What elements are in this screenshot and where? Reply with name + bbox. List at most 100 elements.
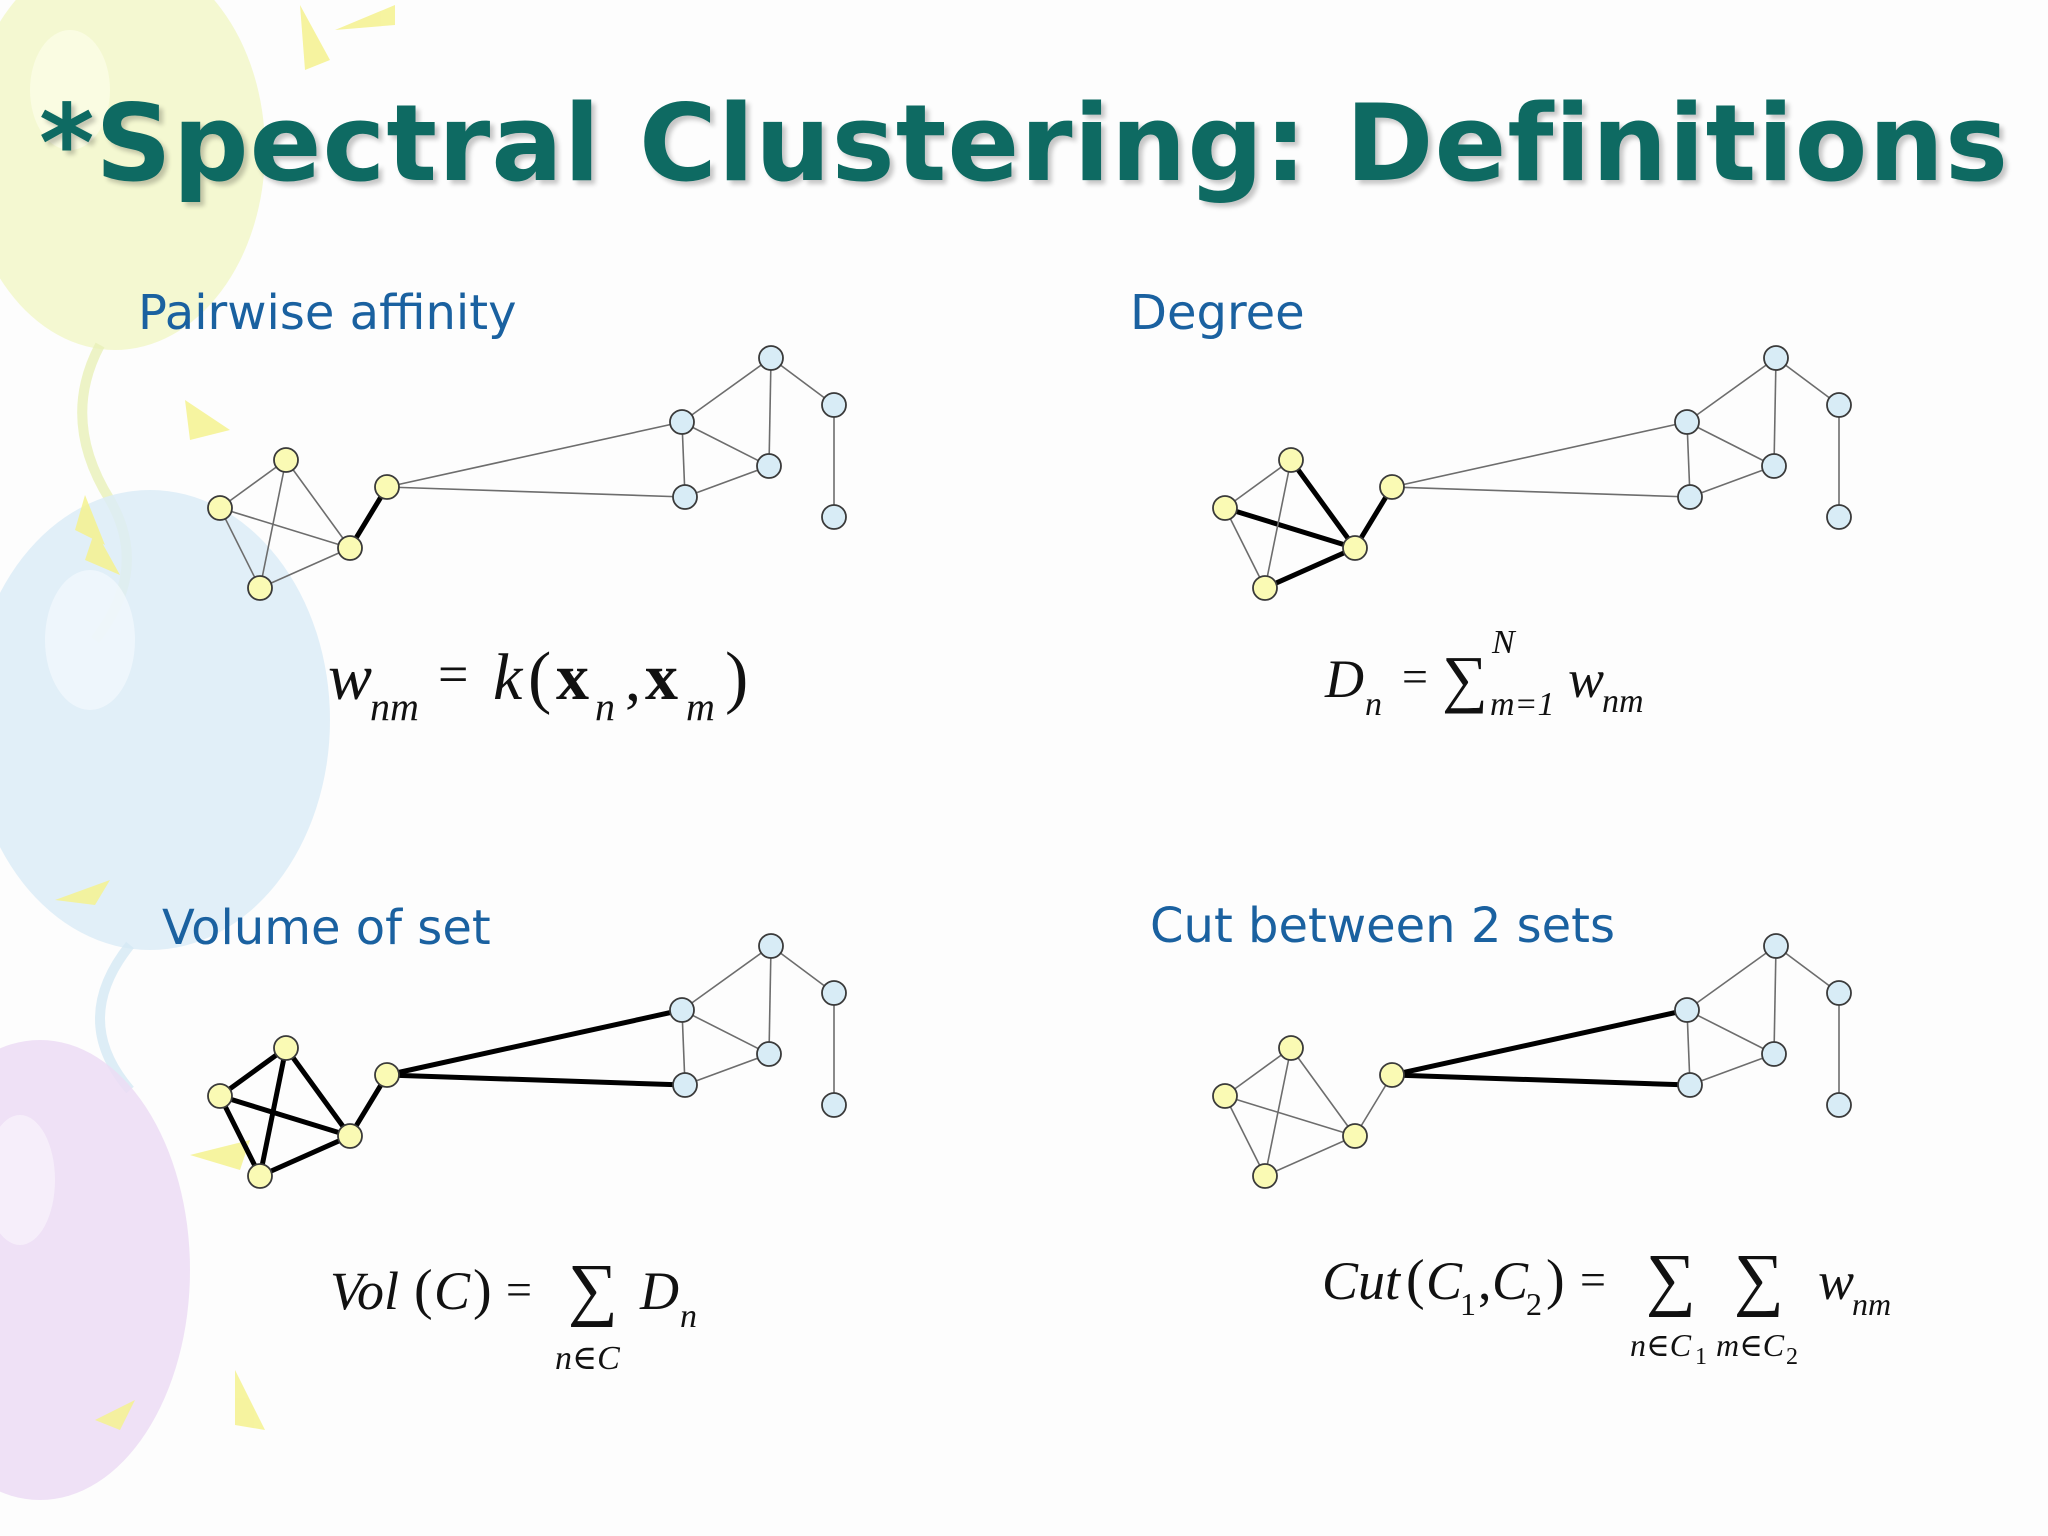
formula-degree: D n = ∑ N m=1 w nm — [1320, 624, 1680, 730]
graph-edge — [768, 357, 772, 467]
graph-node — [273, 1035, 299, 1061]
graph-node — [821, 392, 847, 418]
graph-node — [1674, 409, 1700, 435]
graph-node — [1212, 495, 1238, 521]
panel-label-pairwise-affinity: Pairwise affinity — [138, 285, 517, 341]
graph-edge — [770, 357, 835, 406]
graph-node — [337, 1123, 363, 1149]
formula-sum-sign: ∑ — [568, 1251, 618, 1328]
graph-edge — [1264, 1135, 1356, 1177]
formula-D: D — [640, 1261, 679, 1321]
graph-node — [1379, 474, 1405, 500]
formula-left-paren: ( — [1406, 1249, 1425, 1311]
formula-x-n-subscript: n — [595, 684, 615, 729]
graph-node — [207, 1083, 233, 1109]
graph-edge — [259, 547, 351, 589]
formula-w-subscript: nm — [1602, 683, 1644, 720]
graph-pairwise-affinity — [207, 345, 847, 601]
formula-sum-upper-limit: N — [1492, 624, 1515, 661]
formula-equals: = — [1580, 1254, 1606, 1305]
formula-w: w — [1568, 649, 1605, 709]
graph-edge — [386, 486, 686, 498]
formula-sum-lower-limit: n∈C — [555, 1340, 620, 1377]
graph-node — [672, 484, 698, 510]
formula-x-m-subscript: m — [686, 684, 715, 729]
graph-node — [821, 504, 847, 530]
formula-sum-lower-limit: m=1 — [1490, 686, 1555, 723]
graph-edge — [1224, 1095, 1356, 1137]
graph-edge — [681, 421, 770, 467]
graph-edge — [1224, 507, 1266, 589]
graph-edge — [1686, 945, 1777, 1011]
graph-node — [1379, 1062, 1405, 1088]
graph-edge — [1391, 486, 1691, 498]
graph-edge-bold — [1391, 1007, 1688, 1078]
graph-node — [758, 345, 784, 371]
formula-x-n: x — [556, 641, 589, 714]
graph-edge — [285, 459, 351, 549]
graph-volume-of-set — [207, 933, 847, 1189]
formula-vol: Vol — [330, 1261, 400, 1321]
graph-edge — [1686, 357, 1777, 423]
formula-sum-sign: ∑ — [1442, 643, 1488, 714]
formula-cut: Cut — [1322, 1251, 1401, 1311]
graph-node — [1278, 447, 1304, 473]
graph-node — [273, 447, 299, 473]
formula-right-paren: ) — [725, 639, 749, 716]
graph-edge — [219, 507, 351, 549]
graph-node — [1677, 1072, 1703, 1098]
graph-node — [1763, 933, 1789, 959]
graph-edge — [1264, 1047, 1292, 1177]
formula-volume-of-set: Vol ( C ) = ∑ n∈C D n — [330, 1250, 730, 1390]
formula-k: k — [493, 641, 523, 714]
graph-edge-bold — [283, 1046, 353, 1138]
graph-edge — [219, 507, 261, 589]
graph-node — [247, 1163, 273, 1189]
formula-D-subscript: n — [680, 1298, 697, 1335]
graph-edge — [684, 1053, 770, 1086]
formula-comma: , — [1478, 1251, 1492, 1311]
graph-edge — [770, 945, 835, 994]
formula-w: w — [328, 641, 373, 714]
graph-edge — [1686, 421, 1775, 467]
graph-edge-bold — [386, 1007, 683, 1078]
formula-equals: = — [438, 644, 469, 704]
formula-C: C — [434, 1261, 471, 1321]
formula-C2: C — [1492, 1251, 1529, 1311]
formula-cut-between-2-sets: Cut ( C 1 , C 2 ) = ∑ n∈C 1 ∑ m∈C 2 w nm — [1318, 1240, 1918, 1380]
panel-label-cut-between-2-sets: Cut between 2 sets — [1150, 898, 1615, 954]
graph-node — [1761, 1041, 1787, 1067]
formula-sum-m-lower-limit: m∈C — [1716, 1327, 1785, 1363]
graph-node — [821, 980, 847, 1006]
graph-node — [207, 495, 233, 521]
formula-w: w — [1818, 1251, 1855, 1311]
graph-edge — [1224, 459, 1292, 509]
formula-C2-subscript: 2 — [1526, 1286, 1542, 1322]
graph-edge — [1689, 465, 1775, 498]
graph-node — [1252, 575, 1278, 601]
graph-edge — [1775, 357, 1840, 406]
graph-node — [1826, 980, 1852, 1006]
graph-edge — [1775, 945, 1840, 994]
graph-node — [1761, 453, 1787, 479]
graph-node — [1826, 504, 1852, 530]
graph-edge — [681, 1009, 770, 1055]
graph-edge — [684, 465, 770, 498]
formula-sum-n-lower-limit-index: 1 — [1695, 1344, 1707, 1370]
graph-node — [669, 997, 695, 1023]
formula-left-paren: ( — [528, 639, 552, 716]
slide-title: *Spectral Clustering: Definitions — [38, 82, 2010, 205]
graph-edge-bold — [257, 1047, 289, 1177]
graph-edge-bold — [386, 1072, 686, 1088]
graph-node — [374, 474, 400, 500]
formula-equals: = — [506, 1264, 532, 1315]
graph-edge — [1224, 1095, 1266, 1177]
graph-node — [758, 933, 784, 959]
formula-comma: , — [625, 643, 641, 714]
graph-edge — [681, 357, 772, 423]
formula-x-m: x — [645, 641, 678, 714]
formula-right-paren: ) — [473, 1259, 492, 1321]
graph-node — [756, 1041, 782, 1067]
